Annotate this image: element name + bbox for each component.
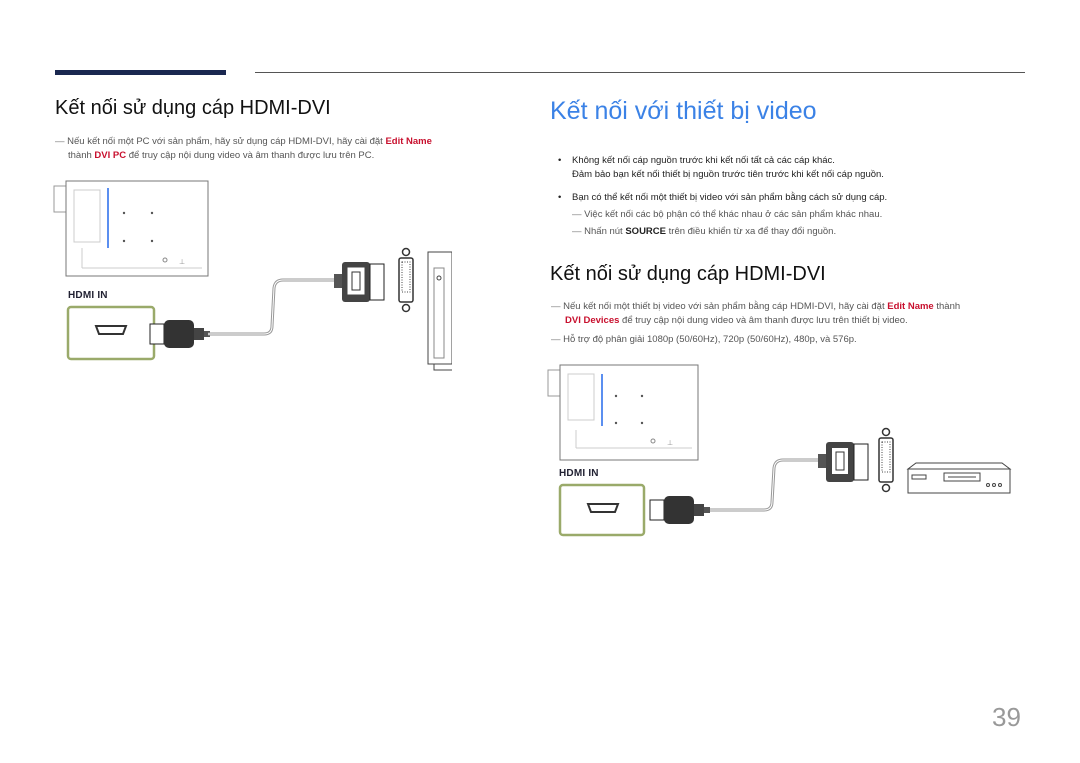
sub-note: ― Nhấn nút SOURCE trên điều khiển từ xa …: [572, 226, 837, 237]
monitor-back-panel: ⊥: [547, 364, 699, 461]
right-section-heading: Kết nối sử dụng cáp HDMI-DVI: [550, 263, 826, 285]
bullet-list: •Không kết nối cáp nguồn trước khi kết n…: [558, 154, 1038, 239]
page-number: 39: [992, 702, 1021, 732]
pc-tower: [427, 251, 452, 371]
page-title: Kết nối với thiết bị video: [550, 97, 817, 125]
edit-name-term: Edit Name: [887, 301, 934, 312]
left-section-heading: Kết nối sử dụng cáp HDMI-DVI: [55, 97, 331, 119]
hdmi-plug: [649, 496, 710, 524]
monitor-back-panel: ⊥: [53, 180, 209, 277]
pc-connection-diagram: ⊥: [53, 180, 452, 371]
dvi-socket: [878, 427, 894, 493]
dvi-devices-term: DVI Devices: [565, 315, 620, 326]
video-player-device: [906, 462, 1012, 494]
svg-text:⊥: ⊥: [179, 258, 185, 266]
hdmi-port-frame: [558, 483, 646, 537]
dvi-plug: [334, 262, 385, 302]
hdmi-in-label-right: HDMI IN: [559, 468, 599, 479]
sub-note: ― Việc kết nối các bộ phận có thể khác n…: [572, 209, 883, 220]
video-device-connection-diagram: ⊥: [547, 364, 1012, 537]
bullet-item: •Không kết nối cáp nguồn trước khi kết n…: [558, 155, 835, 166]
left-note: ― Nếu kết nối một PC với sản phẩm, hãy s…: [55, 136, 432, 161]
bullet-item: •Bạn có thể kết nối một thiết bị video v…: [558, 192, 888, 203]
header-rule: [255, 72, 1025, 73]
dvi-plug: [818, 442, 869, 482]
dvi-socket: [398, 247, 414, 313]
edit-name-term: Edit Name: [385, 136, 432, 147]
dvi-pc-term: DVI PC: [94, 150, 127, 161]
right-notes: ― Nếu kết nối một thiết bị video với sản…: [551, 301, 961, 345]
svg-text:⊥: ⊥: [667, 439, 673, 447]
bullet-item-continuation: Đảm bảo bạn kết nối thiết bị nguồn trước…: [572, 169, 884, 180]
header-accent-bar: [55, 70, 226, 75]
hdmi-port-frame: [66, 305, 156, 361]
hdmi-plug: [149, 320, 210, 348]
hdmi-in-label-left: HDMI IN: [68, 290, 108, 301]
